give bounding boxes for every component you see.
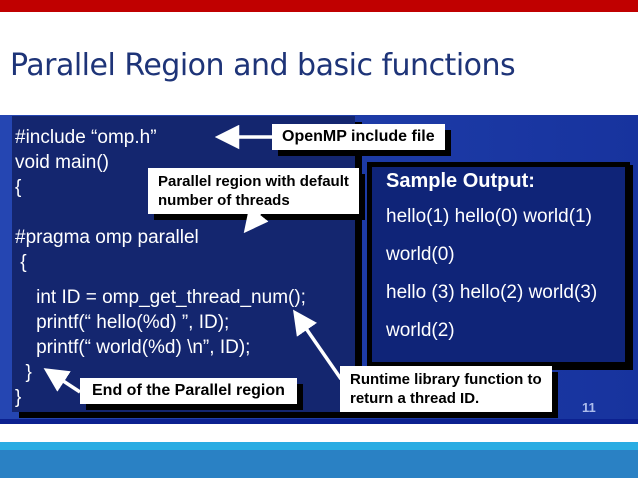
callout-include-file: OpenMP include file <box>272 124 445 150</box>
code-block-top: #include “omp.h” void main() { #pragma o… <box>15 127 199 273</box>
output-line: hello (3) hello(2) world(3) <box>386 282 598 303</box>
footer-cyan-bar <box>0 442 638 450</box>
callout-end-region: End of the Parallel region <box>80 378 297 404</box>
output-line: world(0) <box>386 244 455 265</box>
page-number: 11 <box>582 400 596 415</box>
footer-white-strip <box>0 424 638 442</box>
sample-output-title: Sample Output: <box>386 170 535 192</box>
footer-blue-bar <box>0 450 638 478</box>
slide-title: Parallel Region and basic functions <box>10 48 516 83</box>
code-block-bottom: int ID = omp_get_thread_num(); printf(“ … <box>15 287 306 408</box>
slide-header: Parallel Region and basic functions <box>0 12 638 115</box>
output-line: hello(1) hello(0) world(1) <box>386 206 592 227</box>
output-line: world(2) <box>386 320 455 341</box>
sample-output-box: Sample Output: hello(1) hello(0) world(1… <box>367 162 630 367</box>
callout-runtime-function: Runtime library function to return a thr… <box>340 366 552 412</box>
content-band: #include “omp.h” void main() { #pragma o… <box>0 115 638 424</box>
callout-parallel-region: Parallel region with default number of t… <box>148 168 359 214</box>
top-accent-bar <box>0 0 638 12</box>
